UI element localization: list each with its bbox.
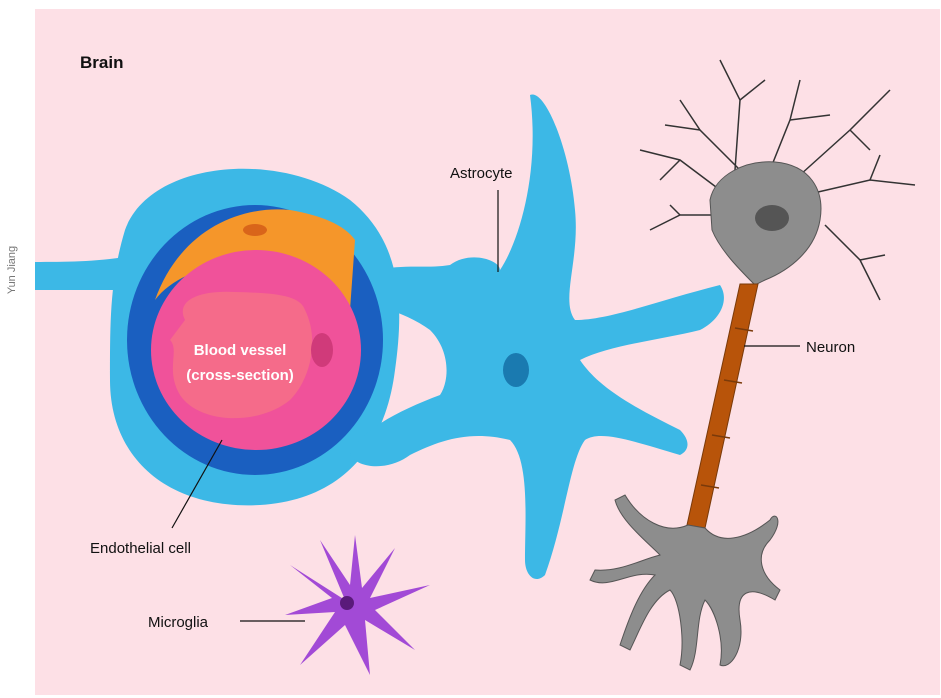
endothelial-nucleus	[311, 333, 333, 367]
vessel-label-line2: (cross-section)	[186, 367, 294, 384]
axon-terminals	[590, 495, 780, 670]
neuron	[590, 60, 915, 670]
microglia-nucleus	[340, 596, 354, 610]
microglia	[285, 535, 430, 675]
vessel-label-line1: Blood vessel	[194, 342, 287, 359]
neuron-label: Neuron	[806, 339, 855, 356]
brain-cell-diagram: Brain Astrocyte Neuron Blood vessel (cro…	[35, 9, 940, 695]
microglia-label: Microglia	[148, 614, 209, 631]
diagram-panel: Brain Astrocyte Neuron Blood vessel (cro…	[35, 9, 940, 695]
credit-text: Yun Jiang	[6, 246, 18, 294]
pericyte-nucleus	[243, 224, 267, 236]
astrocyte-label: Astrocyte	[450, 165, 513, 182]
astrocyte-body	[350, 94, 724, 579]
diagram-title: Brain	[80, 53, 123, 72]
neuron-nucleus	[755, 205, 789, 231]
blood-vessel	[127, 205, 383, 475]
microglia-body	[285, 535, 430, 675]
image-credit: Yun Jiang	[2, 230, 22, 310]
endothelial-label: Endothelial cell	[90, 540, 191, 557]
astrocyte-nucleus	[503, 353, 529, 387]
